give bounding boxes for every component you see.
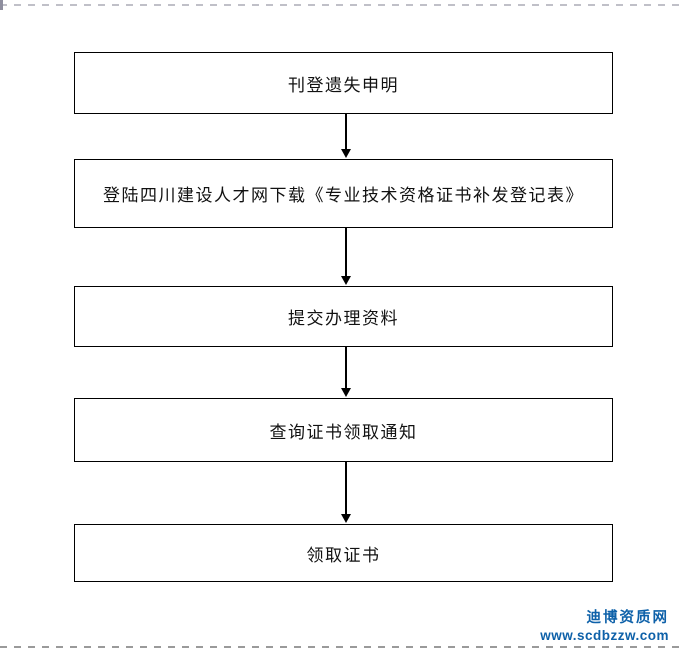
arrow-down-icon: [341, 149, 351, 158]
flow-step-box-collect-certificate: 领取证书: [74, 524, 613, 582]
arrow-line: [345, 347, 347, 388]
page-margin-bottom-dash: [0, 646, 686, 648]
flow-step-box-publish-loss-declaration: 刊登遗失申明: [74, 52, 613, 114]
arrow-line: [345, 462, 347, 514]
arrow-line: [345, 114, 347, 149]
arrow-down-icon: [341, 388, 351, 397]
arrow-line: [345, 228, 347, 276]
flow-step-box-check-collection-notice: 查询证书领取通知: [74, 398, 613, 462]
flow-step-box-submit-materials: 提交办理资料: [74, 286, 613, 347]
watermark: 迪博资质网 www.scdbzzw.com: [540, 610, 669, 644]
arrow-down-icon: [341, 276, 351, 285]
page-corner-mark: [0, 0, 3, 10]
flow-step-label: 提交办理资料: [288, 309, 399, 328]
watermark-site-name: 迪博资质网: [586, 610, 669, 627]
page-margin-top-dash: [0, 4, 686, 6]
flow-step-label: 登陆四川建设人才网下载《专业技术资格证书补发登记表》: [103, 186, 584, 205]
flow-arrow-1: [340, 114, 352, 158]
flow-arrow-4: [340, 462, 352, 523]
flow-step-label: 查询证书领取通知: [269, 422, 418, 442]
flow-step-label: 领取证书: [306, 545, 381, 565]
arrow-down-icon: [341, 514, 351, 523]
watermark-site-url: www.scdbzzw.com: [540, 627, 669, 643]
flow-arrow-3: [340, 347, 352, 397]
flow-step-label: 刊登遗失申明: [288, 75, 399, 95]
flow-arrow-2: [340, 228, 352, 285]
flow-step-box-download-registration-form: 登陆四川建设人才网下载《专业技术资格证书补发登记表》: [74, 159, 613, 228]
